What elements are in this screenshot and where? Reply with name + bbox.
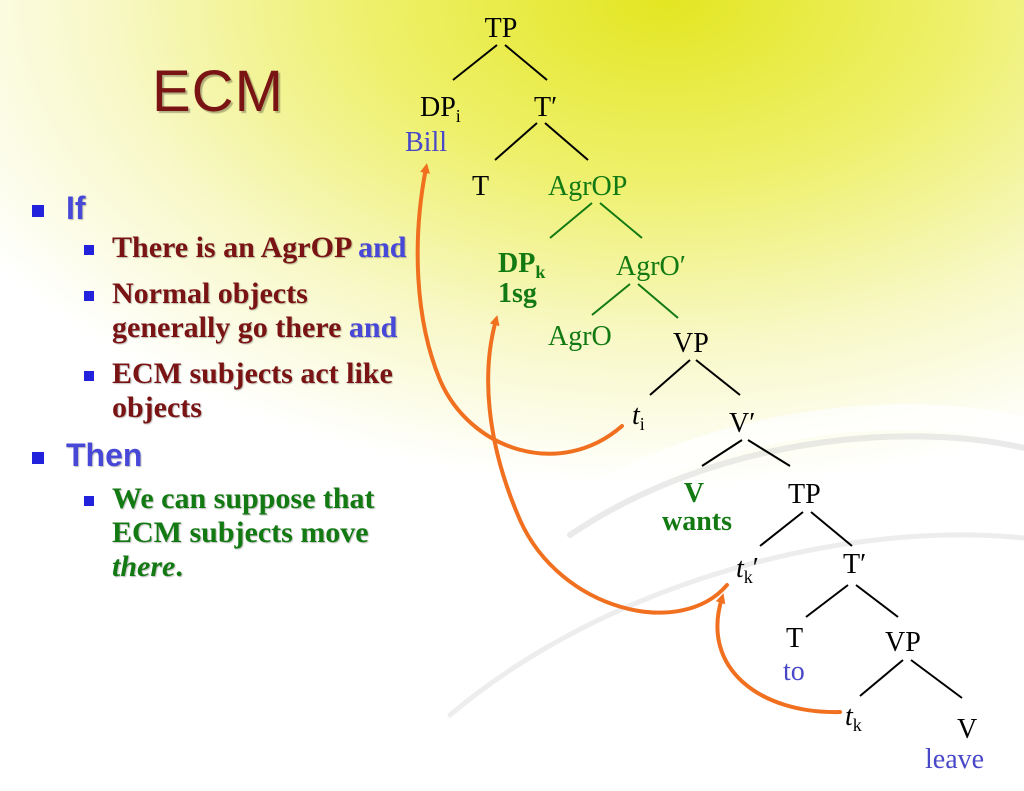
movement-arrow-bill: [415, 163, 624, 456]
movement-arrows: [415, 163, 842, 715]
node-agrobar: AgrO′: [616, 251, 686, 282]
branch-agrobar-vp: [637, 283, 679, 319]
if-item-agrop: There is an AgrOP and: [32, 231, 432, 265]
branch-vp-v-lower: [910, 659, 963, 699]
branch-tp-tbar-lower: [810, 511, 853, 547]
square-bullet-icon: [32, 205, 44, 217]
square-bullet-icon: [84, 291, 94, 301]
branch-tbar-t: [494, 122, 538, 161]
node-to: to: [783, 656, 805, 687]
square-bullet-icon: [84, 496, 94, 506]
background-swoosh-shade: [447, 433, 1024, 718]
node-trace-k-prime: tk′: [736, 553, 759, 587]
node-dp-k-feature: 1sg: [498, 278, 537, 309]
node-trace-i: ti: [632, 400, 645, 434]
branch-agrobar-agro: [591, 283, 631, 316]
if-item-normal-objects: Normal objects generally go there and: [32, 277, 432, 345]
movement-arrow-tk: [715, 593, 842, 715]
node-agro: AgrO: [548, 321, 612, 352]
node-tp-top: TP: [485, 13, 518, 44]
node-wants: wants: [662, 506, 732, 537]
branch-vbar-v: [701, 439, 743, 467]
node-agrop: AgrOP: [548, 171, 627, 202]
node-t-lower: T: [786, 623, 803, 654]
branch-agrop-dp: [549, 202, 593, 239]
node-tbar-lower: T′: [843, 549, 866, 580]
then-item: We can suppose that ECM subjects move th…: [32, 482, 432, 584]
branch-vp-ti: [649, 359, 691, 396]
bullet-if: If: [32, 190, 432, 227]
node-trace-k: tk: [845, 701, 862, 735]
bullet-if-label: If: [66, 190, 86, 226]
branch-tp-tbar: [504, 44, 548, 81]
node-dp-i: DPi: [420, 92, 461, 126]
node-vbar: V′: [729, 408, 755, 439]
if-item-conj: and: [358, 231, 407, 264]
if-item-text: ECM subjects act like objects: [112, 357, 393, 424]
slide-title: ECM: [152, 59, 284, 124]
branch-vp-tk: [859, 659, 904, 697]
node-v-lower: V: [957, 714, 977, 745]
then-item-end: .: [175, 550, 183, 583]
square-bullet-icon: [84, 371, 94, 381]
node-tp-lower: TP: [788, 479, 821, 510]
node-v-upper: V: [684, 478, 704, 509]
node-t-top: T: [472, 171, 489, 202]
tree-branches: [452, 44, 963, 699]
node-bill: Bill: [405, 127, 447, 158]
bullet-then-label: Then: [66, 437, 143, 473]
movement-arrow-dp-k: [486, 315, 729, 615]
then-item-emphasis: there: [112, 550, 176, 583]
then-item-text: We can suppose that ECM subjects move: [112, 482, 375, 549]
branch-vp-vbar: [695, 359, 741, 396]
node-vp-upper: VP: [673, 328, 709, 359]
square-bullet-icon: [84, 245, 94, 255]
branch-tbar-t-lower: [805, 584, 849, 618]
bullet-list: If There is an AgrOP and Normal objects …: [32, 190, 432, 584]
node-dp-k: DPk: [498, 248, 545, 282]
square-bullet-icon: [32, 452, 44, 464]
if-item-conj: and: [348, 311, 398, 344]
branch-vbar-tp: [747, 439, 791, 467]
node-tbar-top: T′: [534, 92, 557, 123]
branch-tbar-agrop: [544, 122, 589, 161]
branch-agrop-agrobar: [599, 202, 643, 239]
background-swoosh: [421, 404, 1024, 782]
if-item-ecm-subjects: ECM subjects act like objects: [32, 357, 432, 425]
branch-tp-dp: [452, 44, 498, 81]
if-item-text: Normal objects generally go there: [112, 277, 342, 344]
tree-nodes: TP DPi Bill T′ T AgrOP DPk 1sg AgrO′ Agr…: [405, 13, 984, 775]
branch-tp-tk: [759, 511, 804, 547]
branch-tbar-vp-lower: [855, 584, 899, 618]
bullet-then: Then: [32, 437, 432, 474]
node-vp-lower: VP: [885, 627, 921, 658]
if-item-text: There is an AgrOP: [112, 231, 351, 264]
node-leave: leave: [925, 744, 984, 775]
